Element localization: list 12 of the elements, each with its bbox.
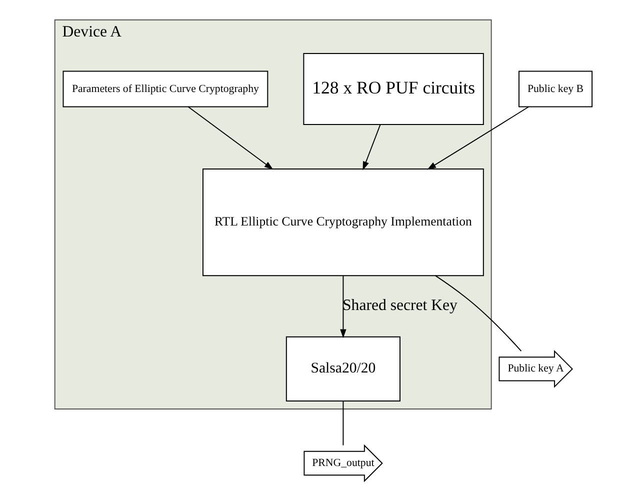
node-box: RTL Elliptic Curve Cryptography Implementation	[202, 168, 484, 276]
arrow	[188, 106, 274, 170]
node-box: Parameters of Elliptic Curve Cryptography	[62, 70, 268, 108]
arrow	[362, 124, 381, 170]
arrow	[427, 106, 530, 170]
arrow	[340, 275, 346, 338]
edge-label: Shared secret Key	[342, 296, 458, 314]
connector	[342, 400, 344, 446]
node-box: Public key B	[518, 70, 593, 108]
node-box: 128 x RO PUF circuits	[303, 52, 484, 126]
connector	[434, 275, 522, 352]
node-box: Salsa20/20	[286, 336, 400, 402]
